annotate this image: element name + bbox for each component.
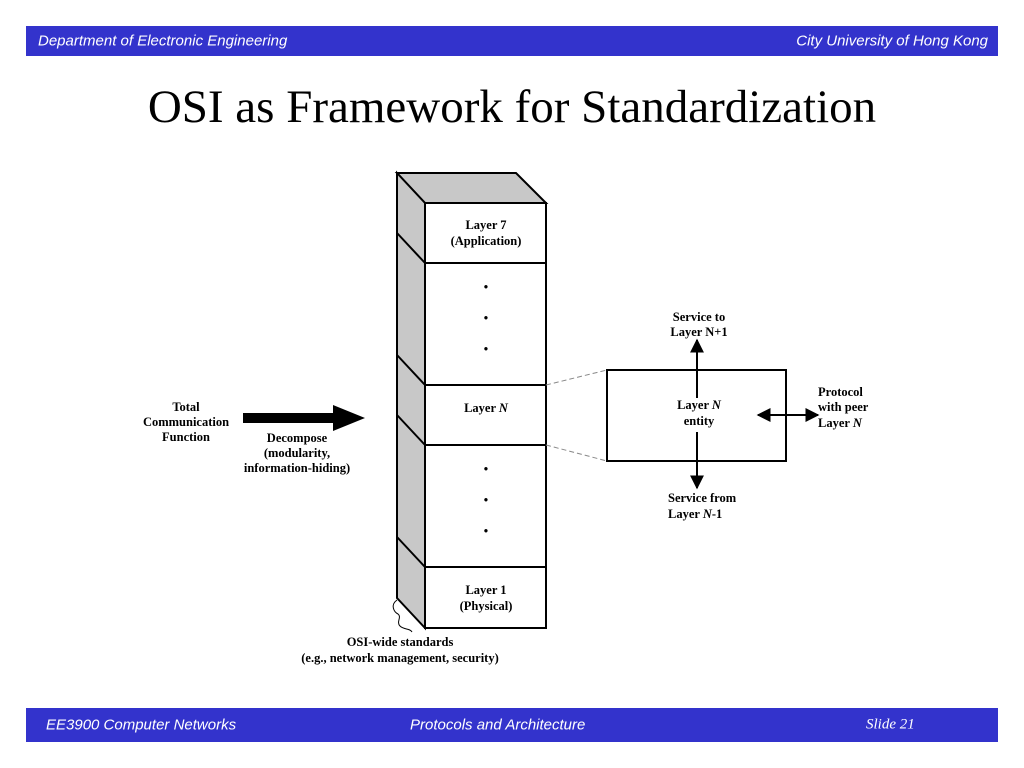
- protocol-line: Protocol: [818, 385, 863, 399]
- side-edge: [396, 354, 426, 386]
- osi-wide-brace: [392, 599, 413, 633]
- layer1-sublabel: (Physical): [460, 599, 513, 613]
- footer-bar: EE3900 Computer Networks Protocols and A…: [26, 708, 998, 742]
- layer7-label: Layer 7: [465, 218, 506, 232]
- dot: •: [484, 524, 488, 538]
- side-edge: [396, 414, 426, 446]
- slide-number: Slide 21: [866, 716, 915, 733]
- department-name: Department of Electronic Engineering: [38, 32, 288, 50]
- stack-side-face: [396, 170, 426, 631]
- total-function-line: Communication: [143, 415, 229, 429]
- decompose-arrow: [243, 405, 365, 431]
- protocol-line: with peer: [818, 400, 869, 414]
- layerN-box: [424, 384, 547, 446]
- upper-layers-box: [424, 262, 547, 386]
- entity-sublabel: entity: [684, 414, 715, 428]
- decompose-line: Decompose: [267, 431, 328, 445]
- layer1-box: [424, 566, 547, 629]
- protocol-line: Layer N: [818, 416, 863, 430]
- zoom-line: [545, 444, 608, 462]
- topic-name: Protocols and Architecture: [410, 716, 586, 734]
- total-function-line: Function: [162, 430, 210, 444]
- dot: •: [484, 493, 488, 507]
- lower-layers-box: [424, 444, 547, 568]
- dot: •: [484, 342, 488, 356]
- decompose-line: information-hiding): [244, 461, 350, 475]
- university-name: City University of Hong Kong: [796, 32, 988, 50]
- service-to-line: Layer N+1: [670, 325, 727, 339]
- osi-wide-line: (e.g., network management, security): [301, 651, 499, 665]
- slide-title: OSI as Framework for Standardization: [147, 81, 877, 133]
- service-from-line: Layer N-1: [668, 507, 722, 521]
- side-edge: [396, 536, 426, 568]
- osi-wide-line: OSI-wide standards: [347, 635, 454, 649]
- service-to-line: Service to: [673, 310, 725, 324]
- entity-label: Layer N: [677, 398, 722, 412]
- layer7-sublabel: (Application): [451, 234, 522, 248]
- zoom-line: [545, 369, 608, 386]
- side-edge: [396, 232, 426, 264]
- layer7-box: [424, 202, 547, 264]
- dot: •: [484, 280, 488, 294]
- header-bar: Department of Electronic Engineering Cit…: [26, 26, 998, 56]
- service-from-line: Service from: [668, 491, 737, 505]
- decompose-line: (modularity,: [264, 446, 330, 460]
- layerN-label: Layer N: [464, 401, 509, 415]
- layer1-label: Layer 1: [465, 583, 506, 597]
- dot: •: [484, 462, 488, 476]
- dot: •: [484, 311, 488, 325]
- course-name: EE3900 Computer Networks: [46, 716, 237, 734]
- total-function-line: Total: [172, 400, 200, 414]
